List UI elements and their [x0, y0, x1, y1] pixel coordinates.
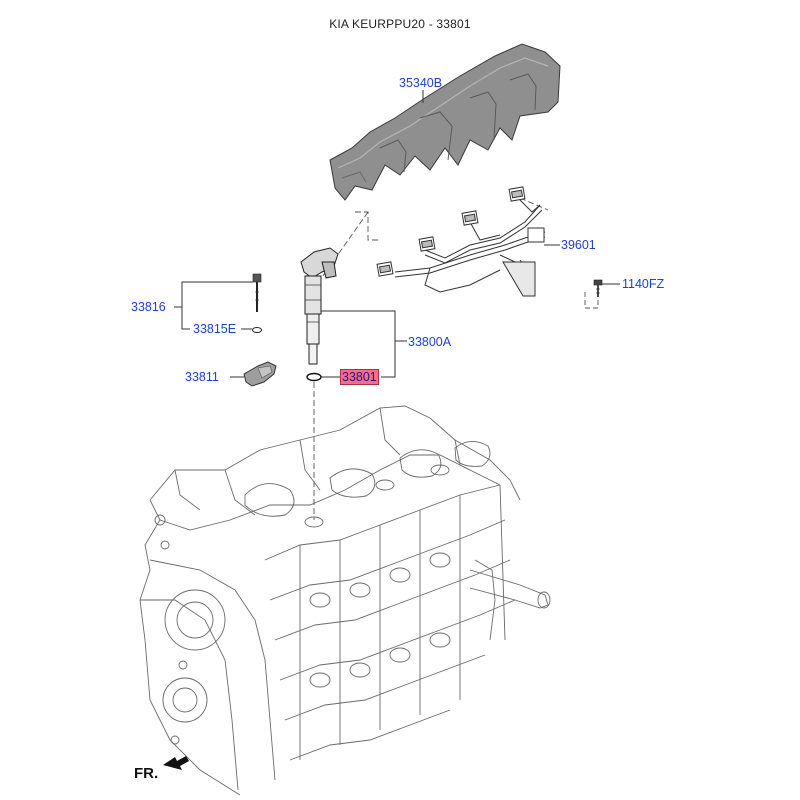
callout-33811[interactable]: 33811	[185, 370, 219, 384]
callout-33816[interactable]: 33816	[131, 300, 166, 314]
engine-cover-drawing	[329, 43, 561, 201]
callout-35340B[interactable]: 35340B	[399, 76, 443, 90]
injector-clamp-drawing	[243, 361, 277, 387]
engine-block-drawing	[139, 405, 551, 796]
callout-33801-highlighted[interactable]: 33801	[340, 369, 379, 385]
callout-1140FZ[interactable]: 1140FZ	[622, 277, 665, 291]
front-arrow-icon	[163, 756, 189, 770]
callout-33800A[interactable]: 33800A	[408, 335, 452, 349]
callout-33815E[interactable]: 33815E	[193, 322, 237, 336]
wiring-harness-drawing	[376, 186, 546, 297]
injector-drawing	[300, 247, 339, 365]
callout-39601[interactable]: 39601	[561, 238, 596, 252]
front-direction-label: FR.	[134, 765, 159, 782]
bolt-1140fz-drawing	[593, 279, 603, 297]
seal-ring-drawing	[306, 372, 322, 382]
clamp-bolt-drawing	[252, 273, 262, 333]
page-title: KIA KEURPPU20 - 33801	[329, 17, 471, 31]
